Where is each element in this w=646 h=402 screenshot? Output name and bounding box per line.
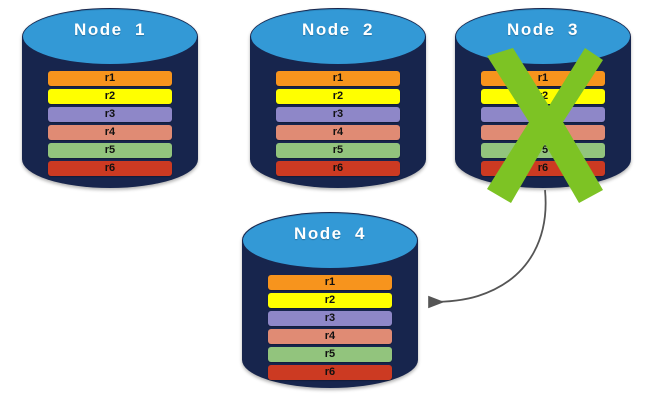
row-item[interactable]: r3 <box>275 107 401 122</box>
row-item[interactable]: r3 <box>47 107 173 122</box>
row-item[interactable]: r1 <box>47 71 173 86</box>
row-item[interactable]: r2 <box>267 293 393 308</box>
row-item[interactable]: r2 <box>480 89 606 104</box>
node-title: Node 1 <box>74 20 146 39</box>
cylinder-top-ellipse <box>243 213 417 268</box>
row-item[interactable]: r6 <box>47 161 173 176</box>
node-title: Node 2 <box>302 20 374 39</box>
row-item[interactable]: r6 <box>267 365 393 380</box>
row-item[interactable]: r1 <box>480 71 606 86</box>
row-list: r1 r2 r3 r4 r5 r6 <box>275 71 401 176</box>
row-item[interactable]: r2 <box>47 89 173 104</box>
row-item[interactable]: r4 <box>47 125 173 140</box>
row-item[interactable]: r6 <box>275 161 401 176</box>
node-1[interactable]: Node 1 r1 r2 r3 r4 r5 r6 <box>22 8 198 188</box>
node-2[interactable]: Node 2 r1 r2 r3 r4 r5 r6 <box>250 8 426 188</box>
row-item[interactable]: r2 <box>275 89 401 104</box>
row-item[interactable]: r5 <box>275 143 401 158</box>
row-item[interactable]: r1 <box>267 275 393 290</box>
row-list: r1 r2 r3 r4 r5 r6 <box>267 275 393 380</box>
row-item[interactable]: r3 <box>480 107 606 122</box>
node-4[interactable]: Node 4 r1 r2 r3 r4 r5 r6 <box>242 212 418 388</box>
row-item[interactable]: r5 <box>47 143 173 158</box>
row-list: r1 r2 r3 r4 r5 r6 <box>480 71 606 176</box>
row-item[interactable]: r4 <box>267 329 393 344</box>
arrow-path <box>428 189 547 309</box>
row-item[interactable]: r5 <box>267 347 393 362</box>
cylinder-top-ellipse <box>251 9 425 64</box>
row-item[interactable]: r1 <box>275 71 401 86</box>
row-list: r1 r2 r3 r4 r5 r6 <box>47 71 173 176</box>
node-title: Node 3 <box>507 20 579 39</box>
node-3[interactable]: Node 3 r1 r2 r3 r4 r5 r6 <box>455 8 631 203</box>
row-item[interactable]: r4 <box>480 125 606 140</box>
row-item[interactable]: r3 <box>267 311 393 326</box>
row-item[interactable]: r5 <box>480 143 606 158</box>
cylinder-top-ellipse <box>23 9 197 64</box>
node-title: Node 4 <box>294 224 366 243</box>
row-item[interactable]: r4 <box>275 125 401 140</box>
row-item[interactable]: r6 <box>480 161 606 176</box>
